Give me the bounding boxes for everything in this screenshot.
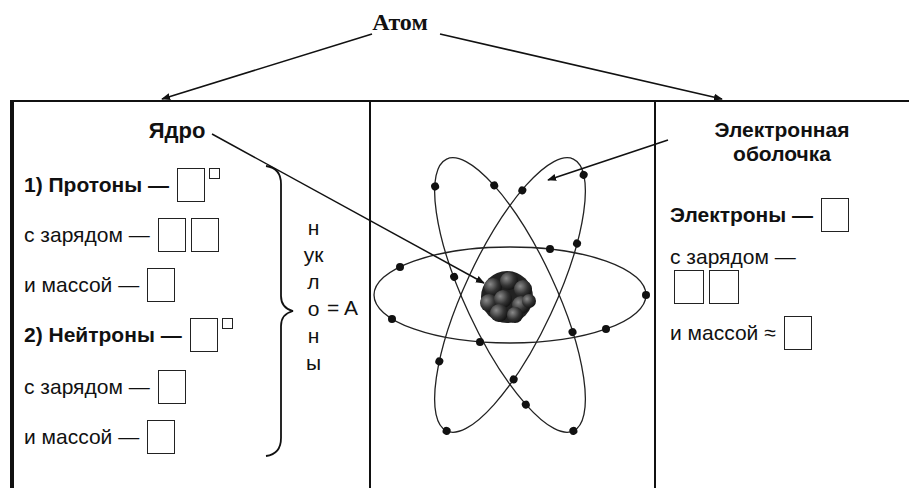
title-arrow: [440, 34, 722, 99]
row-label: 2) Нейтроны —: [24, 322, 182, 348]
row-label: с зарядом —: [670, 244, 796, 270]
panel-heading: Электронная оболочка: [674, 118, 890, 166]
title-arrow: [162, 34, 372, 99]
row-label: с зарядом —: [24, 374, 150, 400]
row-label: и массой —: [24, 424, 139, 450]
answer-box: [147, 268, 175, 302]
row-label: с зарядом —: [24, 222, 150, 248]
answer-box: [177, 168, 205, 202]
formula-label: = A: [327, 295, 358, 321]
nucleus: [480, 271, 536, 323]
answer-box: [674, 270, 704, 304]
answer-box-small: [209, 168, 220, 179]
answer-box: [784, 316, 812, 350]
panel-heading: Ядро: [117, 118, 237, 144]
brace: [266, 166, 293, 456]
shell-panel: Электронная оболочкаЭлектроны — с зарядом…: [654, 100, 909, 488]
orbits: [374, 140, 650, 454]
answer-box: [158, 218, 186, 252]
row-label: 1) Протоны —: [24, 172, 169, 198]
row-label: и массой —: [24, 272, 139, 298]
leader-arrow: [212, 134, 484, 283]
answer-box: [158, 370, 186, 404]
answer-box-small: [222, 318, 233, 329]
row-label: Электроны —: [670, 202, 813, 228]
answer-box: [190, 318, 218, 352]
vertical-word: нуклоны: [303, 214, 324, 376]
row-label: и массой ≈: [670, 320, 776, 346]
answer-box: [821, 198, 849, 232]
nucleus-panel: Ядро 1) Протоны — с зарядом — и массой — 2) …: [10, 100, 371, 488]
answer-box: [147, 420, 175, 454]
diagram-title: Атом: [320, 7, 480, 37]
frame-line: [370, 100, 655, 102]
answer-box: [191, 218, 219, 252]
answer-box: [709, 270, 739, 304]
leader-arrow: [548, 140, 668, 180]
